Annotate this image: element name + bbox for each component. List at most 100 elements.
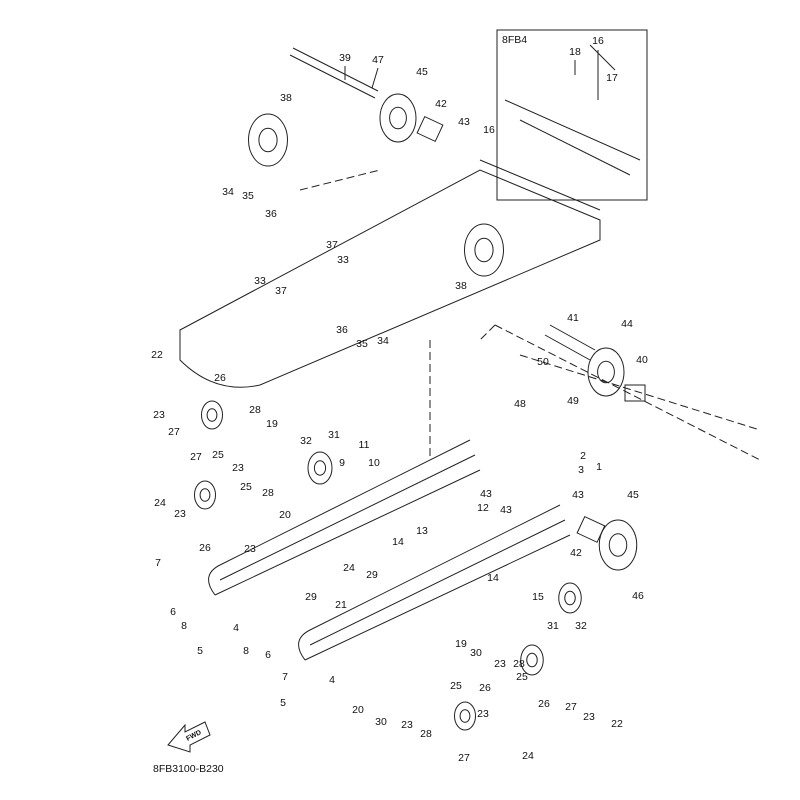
- inset-frame: [496, 29, 648, 201]
- shaft-41: [544, 324, 596, 361]
- inset-label: 8FB4: [502, 34, 528, 46]
- callout-18: 18: [569, 46, 581, 58]
- callout-28: 28: [262, 487, 274, 499]
- idler-wheel-45-hub: [389, 106, 407, 130]
- callout-23: 23: [477, 708, 489, 720]
- callout-30: 30: [375, 716, 387, 728]
- callout-31: 31: [547, 620, 559, 632]
- slide-rail-right: [298, 504, 571, 661]
- callout-44: 44: [621, 318, 633, 330]
- callout-35: 35: [356, 338, 368, 350]
- callout-26: 26: [199, 542, 211, 554]
- callout-20: 20: [352, 704, 364, 716]
- callout-23: 23: [401, 719, 413, 731]
- callout-13: 13: [416, 525, 428, 537]
- callout-11: 11: [358, 439, 370, 451]
- callout-25: 25: [516, 671, 528, 683]
- callout-29: 29: [366, 569, 378, 581]
- callout-4: 4: [329, 674, 335, 686]
- callout-25: 25: [240, 481, 252, 493]
- callout-30: 30: [470, 647, 482, 659]
- callout-23: 23: [494, 658, 506, 670]
- callout-35: 35: [242, 190, 254, 202]
- callout-37: 37: [326, 239, 338, 251]
- callout-26: 26: [538, 698, 550, 710]
- wheel-26d: [454, 701, 476, 731]
- callout-25: 25: [212, 449, 224, 461]
- callout-16: 16: [483, 124, 495, 136]
- callout-32: 32: [575, 620, 587, 632]
- callout-4: 4: [233, 622, 239, 634]
- wheel-26b: [194, 480, 216, 510]
- callout-34: 34: [222, 186, 234, 198]
- callout-47: 47: [372, 54, 384, 66]
- callout-24: 24: [343, 562, 355, 574]
- callout-9: 9: [339, 457, 345, 469]
- callout-27: 27: [190, 451, 202, 463]
- callout-46: 46: [632, 590, 644, 602]
- callout-16: 16: [592, 35, 604, 47]
- callout-45: 45: [627, 489, 639, 501]
- callout-14: 14: [392, 536, 404, 548]
- wheel-26b-hub: [199, 488, 211, 502]
- track-cleats: [479, 99, 641, 211]
- idler-wheel-38: [248, 113, 288, 167]
- callout-19: 19: [455, 638, 467, 650]
- callout-6: 6: [265, 649, 271, 661]
- leader-lines: [344, 44, 616, 100]
- callout-40: 40: [636, 354, 648, 366]
- callout-23: 23: [153, 409, 165, 421]
- callout-27: 27: [168, 426, 180, 438]
- callout-20: 20: [279, 509, 291, 521]
- dashed-guides: [299, 169, 761, 461]
- callout-49: 49: [567, 395, 579, 407]
- callout-12: 12: [477, 502, 489, 514]
- callout-37: 37: [275, 285, 287, 297]
- callout-31: 31: [328, 429, 340, 441]
- callout-19: 19: [266, 418, 278, 430]
- callout-43: 43: [480, 488, 492, 500]
- callout-1: 1: [596, 461, 602, 473]
- callout-3: 3: [578, 464, 584, 476]
- idler-wheel-45: [379, 93, 417, 143]
- callout-5: 5: [197, 645, 203, 657]
- callout-25: 25: [450, 680, 462, 692]
- wheel-26: [201, 400, 223, 430]
- callout-38: 38: [280, 92, 292, 104]
- callout-23: 23: [244, 543, 256, 555]
- callout-29: 29: [305, 591, 317, 603]
- callout-7: 7: [282, 671, 288, 683]
- callout-6: 6: [170, 606, 176, 618]
- callout-15: 15: [532, 591, 544, 603]
- callout-41: 41: [567, 312, 579, 324]
- callout-43: 43: [572, 489, 584, 501]
- callout-28: 28: [249, 404, 261, 416]
- callout-38: 38: [455, 280, 467, 292]
- callout-43: 43: [458, 116, 470, 128]
- wheel-31-hub: [313, 460, 327, 476]
- idler-wheel-38-hub: [258, 127, 278, 153]
- callout-23: 23: [174, 508, 186, 520]
- callout-27: 27: [565, 701, 577, 713]
- callout-27: 27: [458, 752, 470, 764]
- wheel-26c: [520, 644, 544, 676]
- idler-wheel-44-hub: [597, 360, 615, 384]
- callout-10: 10: [368, 457, 380, 469]
- wheel-26d-hub: [459, 709, 471, 723]
- slide-rail-left: [208, 439, 481, 596]
- shaft-39: [289, 47, 379, 99]
- callout-22: 22: [611, 718, 623, 730]
- callout-24: 24: [522, 750, 534, 762]
- idler-wheel-44: [587, 347, 625, 397]
- wheel-26c-hub: [526, 652, 538, 668]
- callout-33: 33: [254, 275, 266, 287]
- callout-17: 17: [606, 72, 618, 84]
- callout-21: 21: [335, 599, 347, 611]
- idler-wheel-38b-hub: [474, 237, 494, 263]
- callout-43: 43: [500, 504, 512, 516]
- wheel-31b: [558, 582, 582, 614]
- callout-33: 33: [337, 254, 349, 266]
- wheel-26-hub: [206, 408, 218, 422]
